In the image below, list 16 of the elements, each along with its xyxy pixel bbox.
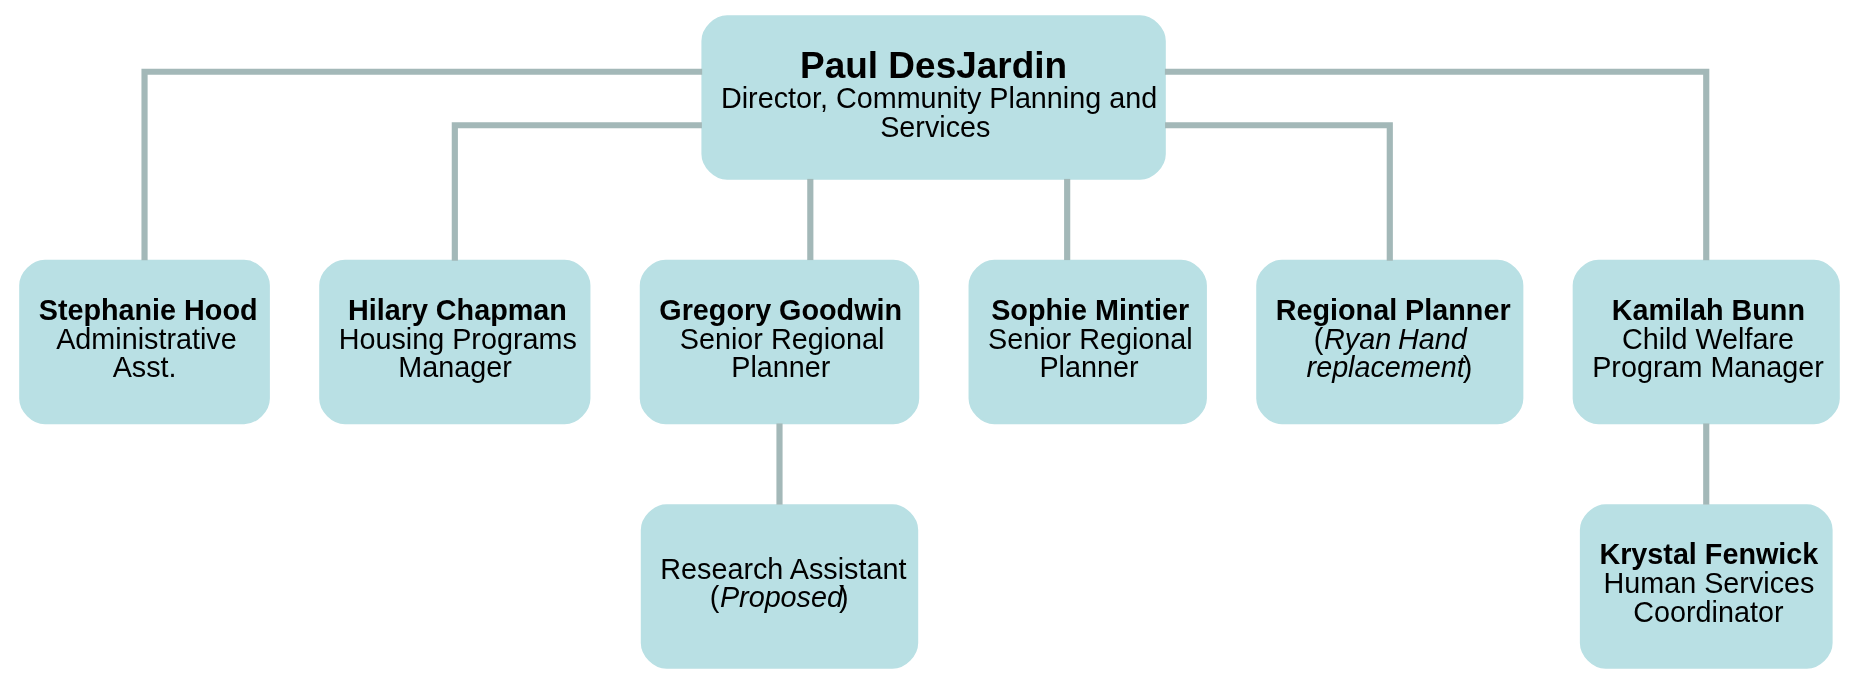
node-box: Krystal Fenwick Human Services Coordinator [1579, 504, 1833, 669]
connector [140, 68, 702, 261]
connector [1164, 122, 1393, 261]
connector [1063, 178, 1070, 261]
connector [775, 423, 783, 505]
node-box: Regional Planner (Ryan Hand replacement) [1255, 259, 1523, 425]
node-box: Sophie Mintier Senior Regional Planner [968, 259, 1207, 425]
node-box: Kamilah Bunn Child Welfare Program Manager [1572, 259, 1840, 425]
node-box: Gregory Goodwin Senior Regional Planner [639, 259, 919, 425]
node-box: Hilary Chapman Housing Programs Manager [318, 259, 590, 425]
connector [1702, 423, 1709, 505]
connector [451, 122, 702, 261]
node-box: Paul DesJardin Director, Community Planning and Services [700, 15, 1166, 180]
connector [806, 178, 813, 261]
node-box: Stephanie Hood Administrative Asst. [18, 259, 270, 425]
connector [1164, 68, 1709, 261]
